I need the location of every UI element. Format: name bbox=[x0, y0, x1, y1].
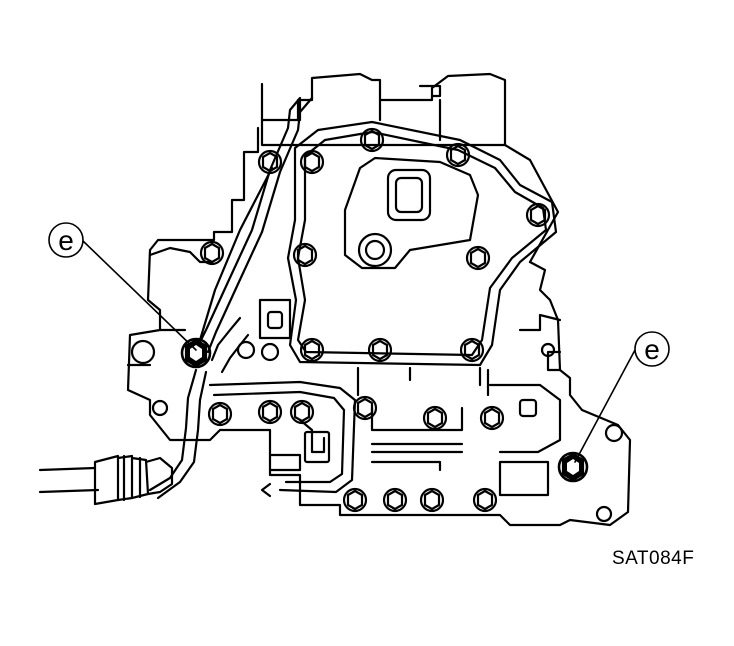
bolt bbox=[472, 487, 498, 513]
bolt bbox=[604, 423, 624, 443]
bolt bbox=[479, 405, 505, 431]
lower-valve-detail bbox=[258, 298, 562, 497]
bolt bbox=[292, 242, 318, 268]
bolt bbox=[151, 399, 169, 417]
bolt bbox=[199, 240, 225, 266]
bolt bbox=[299, 149, 325, 175]
wire-harness bbox=[38, 454, 174, 506]
callout-label-left: e bbox=[58, 225, 74, 256]
callout-label-right: e bbox=[644, 334, 660, 365]
bolt bbox=[342, 487, 368, 513]
bolt bbox=[207, 401, 233, 427]
bolt bbox=[257, 399, 283, 425]
bolt bbox=[422, 405, 448, 431]
callout-left bbox=[48, 222, 84, 258]
bolt bbox=[465, 245, 491, 271]
bolt bbox=[299, 337, 325, 363]
bolt bbox=[382, 487, 408, 513]
bolt bbox=[260, 342, 280, 362]
bolt-heads bbox=[130, 127, 624, 523]
highlighted-bolt-left bbox=[180, 337, 212, 369]
bolt bbox=[445, 142, 471, 168]
solenoid-block bbox=[260, 72, 507, 147]
bolt bbox=[352, 395, 378, 421]
bolt bbox=[257, 149, 283, 175]
bolt bbox=[419, 487, 445, 513]
callout-right bbox=[634, 331, 670, 367]
bolt bbox=[540, 342, 556, 358]
bolt bbox=[367, 337, 393, 363]
figure-code: SAT084F bbox=[612, 548, 695, 569]
bolt bbox=[459, 337, 485, 363]
bolt bbox=[359, 127, 385, 153]
highlighted-bolt-right bbox=[557, 451, 589, 483]
bolt bbox=[525, 202, 551, 228]
leader-line-left bbox=[81, 239, 197, 351]
bolt bbox=[595, 505, 613, 523]
bolt bbox=[130, 339, 156, 365]
bolt bbox=[289, 399, 315, 425]
separator-plate bbox=[286, 120, 558, 367]
leader-line-right bbox=[574, 349, 636, 463]
bolt bbox=[236, 340, 256, 360]
